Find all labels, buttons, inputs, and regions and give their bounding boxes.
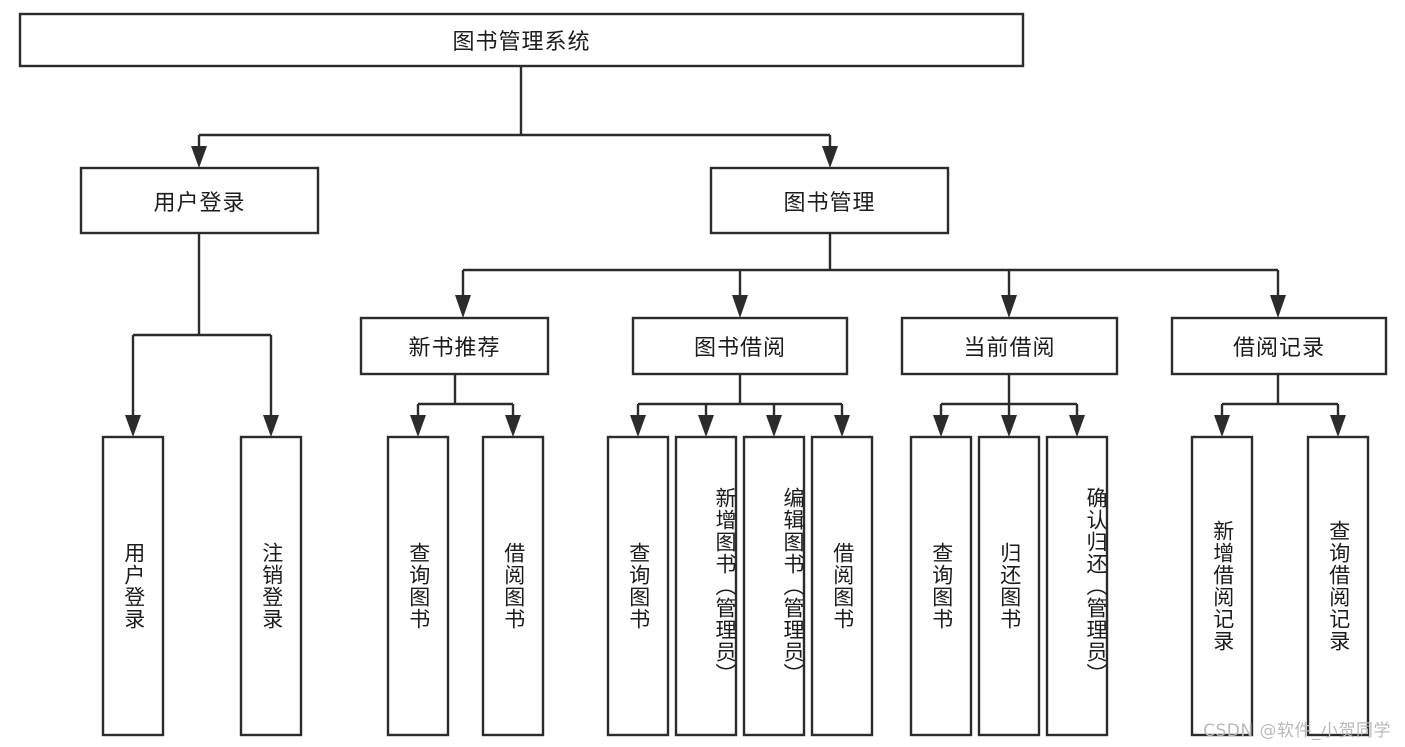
node-user-login[interactable]: [79, 166, 320, 235]
node-root[interactable]: [18, 12, 1025, 68]
arrow-icon: [1214, 415, 1230, 437]
node-leaf-return-book[interactable]: [977, 435, 1041, 737]
arrow-icon: [698, 415, 714, 437]
edge-current-borrow-to-leaves: [933, 374, 1085, 437]
arrow-icon: [1069, 415, 1085, 437]
edge-new-book-rec-to-leaves: [410, 374, 521, 437]
edge-user-login-to-leaves: [125, 233, 279, 437]
arrow-icon: [1270, 295, 1286, 318]
node-leaf-borrow-book-a[interactable]: [481, 435, 545, 737]
node-leaf-query-book-c[interactable]: [909, 435, 973, 737]
watermark-text: CSDN @软件_小贺同学: [1203, 721, 1391, 741]
edge-book-manage-to-level3: [455, 233, 1286, 318]
node-leaf-borrow-book-b[interactable]: [810, 435, 874, 737]
node-leaf-logout[interactable]: [239, 435, 303, 737]
node-leaf-confirm-return[interactable]: [1045, 435, 1109, 737]
node-borrow-record[interactable]: [1170, 316, 1388, 376]
node-leaf-query-book-b[interactable]: [606, 435, 670, 737]
arrow-icon: [410, 415, 426, 437]
arrow-icon: [125, 415, 141, 437]
arrow-icon: [766, 415, 782, 437]
arrow-icon: [834, 415, 850, 437]
arrow-icon: [1330, 415, 1346, 437]
node-book-manage[interactable]: [709, 166, 950, 235]
node-leaf-add-book[interactable]: [674, 435, 738, 737]
node-new-book-rec[interactable]: [359, 316, 550, 376]
arrow-icon: [933, 415, 949, 437]
edge-borrow-record-to-leaves: [1214, 374, 1346, 437]
node-leaf-query-record[interactable]: [1306, 435, 1370, 737]
arrow-icon: [191, 146, 207, 168]
arrow-icon: [505, 415, 521, 437]
arrow-icon: [630, 415, 646, 437]
arrow-icon: [822, 146, 838, 168]
node-leaf-add-record[interactable]: [1190, 435, 1254, 737]
arrow-icon: [1001, 295, 1017, 318]
node-current-borrow[interactable]: [900, 316, 1119, 376]
node-leaf-edit-book[interactable]: [742, 435, 806, 737]
node-leaf-query-book-a[interactable]: [386, 435, 450, 737]
arrow-icon: [455, 295, 471, 318]
arrow-icon: [1001, 415, 1017, 437]
arrow-icon: [263, 415, 279, 437]
edge-root-to-level2: [191, 66, 838, 168]
arrow-icon: [732, 295, 748, 318]
node-book-borrow[interactable]: [631, 316, 849, 376]
node-leaf-user-login[interactable]: [101, 435, 165, 737]
edge-book-borrow-to-leaves: [630, 374, 850, 437]
